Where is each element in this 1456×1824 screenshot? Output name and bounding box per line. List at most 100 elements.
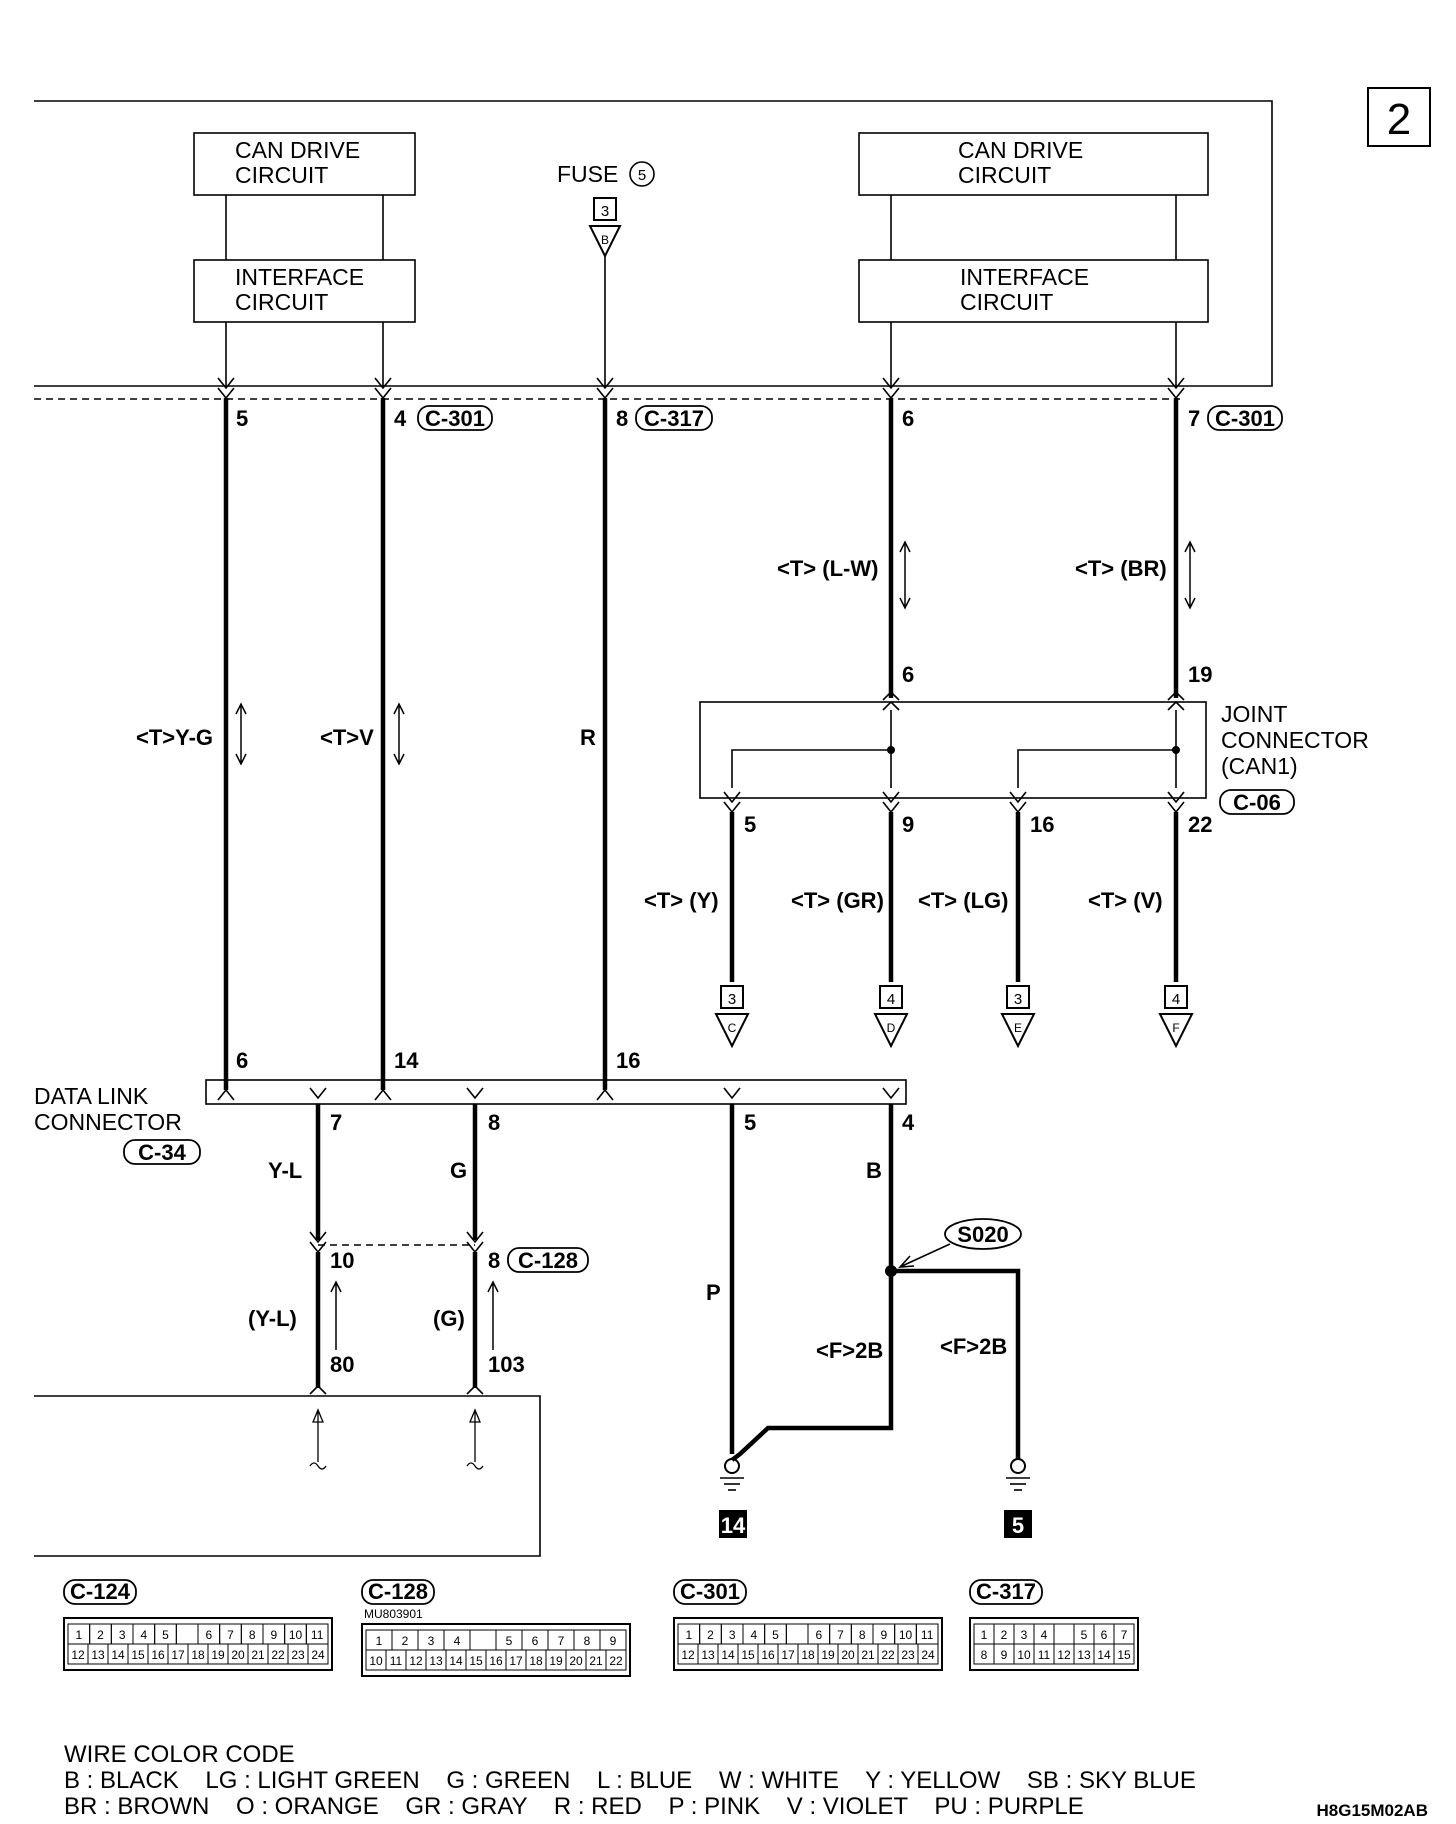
connector-id-badge xyxy=(417,405,493,431)
connector-view-outline xyxy=(361,1623,631,1677)
ground-icon xyxy=(720,1458,744,1491)
connector-pin-number: 10 xyxy=(289,1628,303,1642)
connector-pin-cell xyxy=(785,1623,809,1645)
connector-id: C-34 xyxy=(138,1140,186,1165)
connector-pin-number: 6 xyxy=(815,1628,822,1642)
connector-pin-number: 3 xyxy=(119,1628,126,1642)
connector-pin-number: 1 xyxy=(685,1628,692,1642)
wire-2b xyxy=(891,1268,1021,1460)
pin-label: 14 xyxy=(394,1048,419,1073)
fuse-ref-triangle xyxy=(588,225,622,259)
connector-pin-number: 5 xyxy=(162,1628,169,1642)
connector-pin-number: 4 xyxy=(454,1634,461,1648)
wire-label: <T>V xyxy=(320,725,374,750)
pin-label: 8 xyxy=(488,1110,500,1135)
ground-number: 5 xyxy=(1012,1513,1024,1538)
wire-label: (G) xyxy=(433,1306,465,1331)
connector-pin-number: 14 xyxy=(449,1654,463,1668)
joint-node xyxy=(1172,746,1180,754)
pin-label: 19 xyxy=(1188,662,1212,687)
dlc-label: CONNECTOR xyxy=(34,1109,182,1135)
dlc-chevrons xyxy=(217,1087,900,1101)
connector-pin-number: 8 xyxy=(981,1648,988,1662)
pin-label: 6 xyxy=(902,662,914,687)
off-page-ref-d: 4 D xyxy=(873,985,909,1049)
pin-label: 80 xyxy=(330,1352,354,1377)
connector-pin-number: 7 xyxy=(837,1628,844,1642)
connector-pin-cell xyxy=(1113,1643,1135,1665)
connector-id: C-128 xyxy=(518,1248,578,1273)
wire-label: (Y-L) xyxy=(248,1306,297,1331)
connector-pin-number: 24 xyxy=(921,1648,935,1662)
connector-pin-number: 2 xyxy=(97,1628,104,1642)
joint-out-chevrons xyxy=(723,791,1185,814)
bidirectional-arrow-icon xyxy=(235,540,1196,766)
page-number: 2 xyxy=(1387,95,1411,144)
joint-in-chevrons xyxy=(882,690,1185,711)
off-page-ref-letter: E xyxy=(1014,1021,1022,1035)
connector-view-id-badge xyxy=(361,1579,435,1605)
pin-label: 22 xyxy=(1188,812,1212,837)
wire-label: Y-L xyxy=(268,1158,302,1183)
connector-pin-number: 5 xyxy=(1081,1628,1088,1642)
connector-pin-number: 13 xyxy=(701,1648,715,1662)
connector-pin-cell xyxy=(917,1643,939,1665)
connector-pin-cell xyxy=(469,1629,497,1651)
connector-pin-number: 15 xyxy=(469,1654,483,1668)
connector-pin-number: 7 xyxy=(227,1628,234,1642)
connector-pin-number: 5 xyxy=(772,1628,779,1642)
connector-pin-number: 20 xyxy=(841,1648,855,1662)
connector-pin-number: 1 xyxy=(75,1628,82,1642)
page-number-box xyxy=(1367,87,1431,147)
connector-pin-number: 11 xyxy=(1038,1648,1051,1662)
connector-pin-number: 9 xyxy=(1001,1648,1008,1662)
joint-connector-label: CONNECTOR xyxy=(1221,727,1369,753)
connector-view-id-badge xyxy=(63,1579,137,1605)
fuse-number-circle xyxy=(629,161,655,187)
connector-part-number: MU803901 xyxy=(364,1607,423,1621)
ground-number: 14 xyxy=(721,1513,746,1538)
pin-label: 7 xyxy=(1188,406,1200,431)
connector-view-id-badge xyxy=(969,1579,1043,1605)
wire-label: <T> (V) xyxy=(1088,888,1163,913)
connector-pin-number: 20 xyxy=(569,1654,583,1668)
joint-connector-box xyxy=(699,701,1207,799)
connector-view-id-badge xyxy=(673,1579,747,1605)
interface-box-left xyxy=(193,259,416,323)
connector-pin-number: 3 xyxy=(428,1634,435,1648)
wire-label: G xyxy=(450,1158,467,1183)
connector-pin-number: 12 xyxy=(681,1648,695,1662)
pin-label: 103 xyxy=(488,1352,525,1377)
connector-view-outline xyxy=(63,1617,333,1671)
connector-pin-number: 14 xyxy=(1097,1648,1111,1662)
connector-id: C-301 xyxy=(425,406,485,431)
connector-pin-cell xyxy=(605,1649,627,1671)
connector-pin-cell xyxy=(175,1623,199,1645)
pin-label: 6 xyxy=(902,406,914,431)
connector-pin-number: 12 xyxy=(409,1654,423,1668)
fuse-ref-number: 3 xyxy=(601,203,609,220)
connector-pin-cell xyxy=(1053,1623,1075,1645)
color-code-line: BR : BROWN O : ORANGE GR : GRAY R : RED … xyxy=(64,1793,1084,1820)
connector-pin-number: 7 xyxy=(1121,1628,1128,1642)
connector-pin-number: 24 xyxy=(311,1648,325,1662)
connector-pin-number: 22 xyxy=(609,1654,623,1668)
wire-label: <T>Y-G xyxy=(136,725,213,750)
connector-pin-number: 1 xyxy=(981,1628,988,1642)
connector-pin-number: 16 xyxy=(761,1648,775,1662)
interface-box-right xyxy=(858,259,1209,323)
joint-node xyxy=(887,746,895,754)
can-drive-label-right: CAN DRIVE xyxy=(958,137,1083,163)
interface-label-right: INTERFACE xyxy=(960,264,1089,290)
connector-pin-number: 2 xyxy=(707,1628,714,1642)
wire-label: <T> (LG) xyxy=(918,888,1008,913)
connector-pin-number: 11 xyxy=(921,1628,934,1642)
connector-id-badge xyxy=(123,1139,201,1165)
connector-view-outline xyxy=(673,1617,943,1671)
wire-label: <F>2B xyxy=(940,1334,1007,1359)
connector-pin-number: 8 xyxy=(584,1634,591,1648)
off-page-ref-number: 4 xyxy=(1172,991,1180,1008)
pin-label: 5 xyxy=(236,406,248,431)
bottom-ecu-chevrons xyxy=(309,1384,484,1395)
